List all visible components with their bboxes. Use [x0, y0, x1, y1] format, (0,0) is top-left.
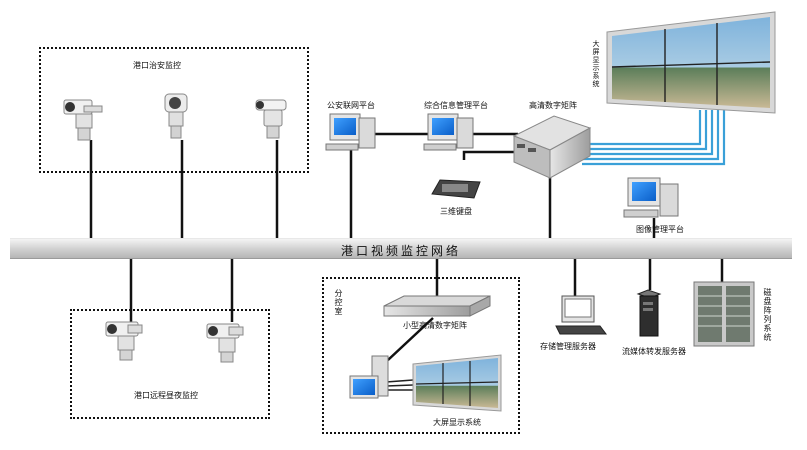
security-monitoring-group	[39, 47, 309, 173]
night-camera-2	[206, 323, 244, 363]
connection-lines	[89, 132, 724, 361]
small-matrix-label: 小型高清数字矩阵	[403, 321, 467, 330]
hd-matrix-label: 高清数字矩阵	[529, 101, 577, 110]
image-mgmt-pc	[623, 177, 679, 218]
public-security-pc	[325, 113, 376, 151]
night-camera-1	[105, 321, 143, 361]
sub-control-pc	[349, 355, 389, 399]
image-mgmt-label: 图像管理平台	[636, 225, 684, 234]
fiber-links	[582, 110, 726, 166]
streaming-server	[636, 289, 662, 337]
network-bus: 港口视频监控网络	[10, 238, 792, 259]
video-wall-top	[606, 11, 776, 114]
security-camera-3	[255, 99, 287, 139]
keyboard-label: 三维键盘	[440, 207, 472, 216]
storage-label: 存储管理服务器	[540, 342, 596, 351]
night-monitoring-group	[70, 309, 270, 419]
big-screen-bottom-label: 大屏显示系统	[433, 418, 481, 427]
sub-fiber-links	[385, 379, 414, 391]
security-camera-1	[63, 99, 103, 141]
big-screen-top-label: 大屏显示系统	[592, 40, 600, 88]
security-camera-2	[164, 93, 188, 139]
public-security-label: 公安联网平台	[327, 101, 375, 110]
streaming-label: 流媒体转发服务器	[622, 347, 686, 356]
storage-server	[555, 295, 607, 335]
small-matrix-device	[383, 295, 491, 317]
info-mgmt-label: 综合信息管理平台	[424, 101, 488, 110]
video-wall-bottom	[412, 354, 502, 412]
sub-control-room-group	[322, 277, 520, 434]
security-group-label: 港口治安监控	[133, 61, 181, 70]
hd-matrix-device	[512, 115, 592, 179]
disk-array-label: 磁盘阵列系统	[763, 288, 772, 342]
info-mgmt-pc	[423, 113, 474, 151]
night-group-label: 港口远程昼夜监控	[134, 391, 198, 400]
disk-array	[693, 281, 755, 347]
3d-keyboard	[431, 179, 481, 199]
sub-control-label: 分控室	[334, 289, 343, 316]
bus-title: 港口视频监控网络	[340, 244, 461, 258]
